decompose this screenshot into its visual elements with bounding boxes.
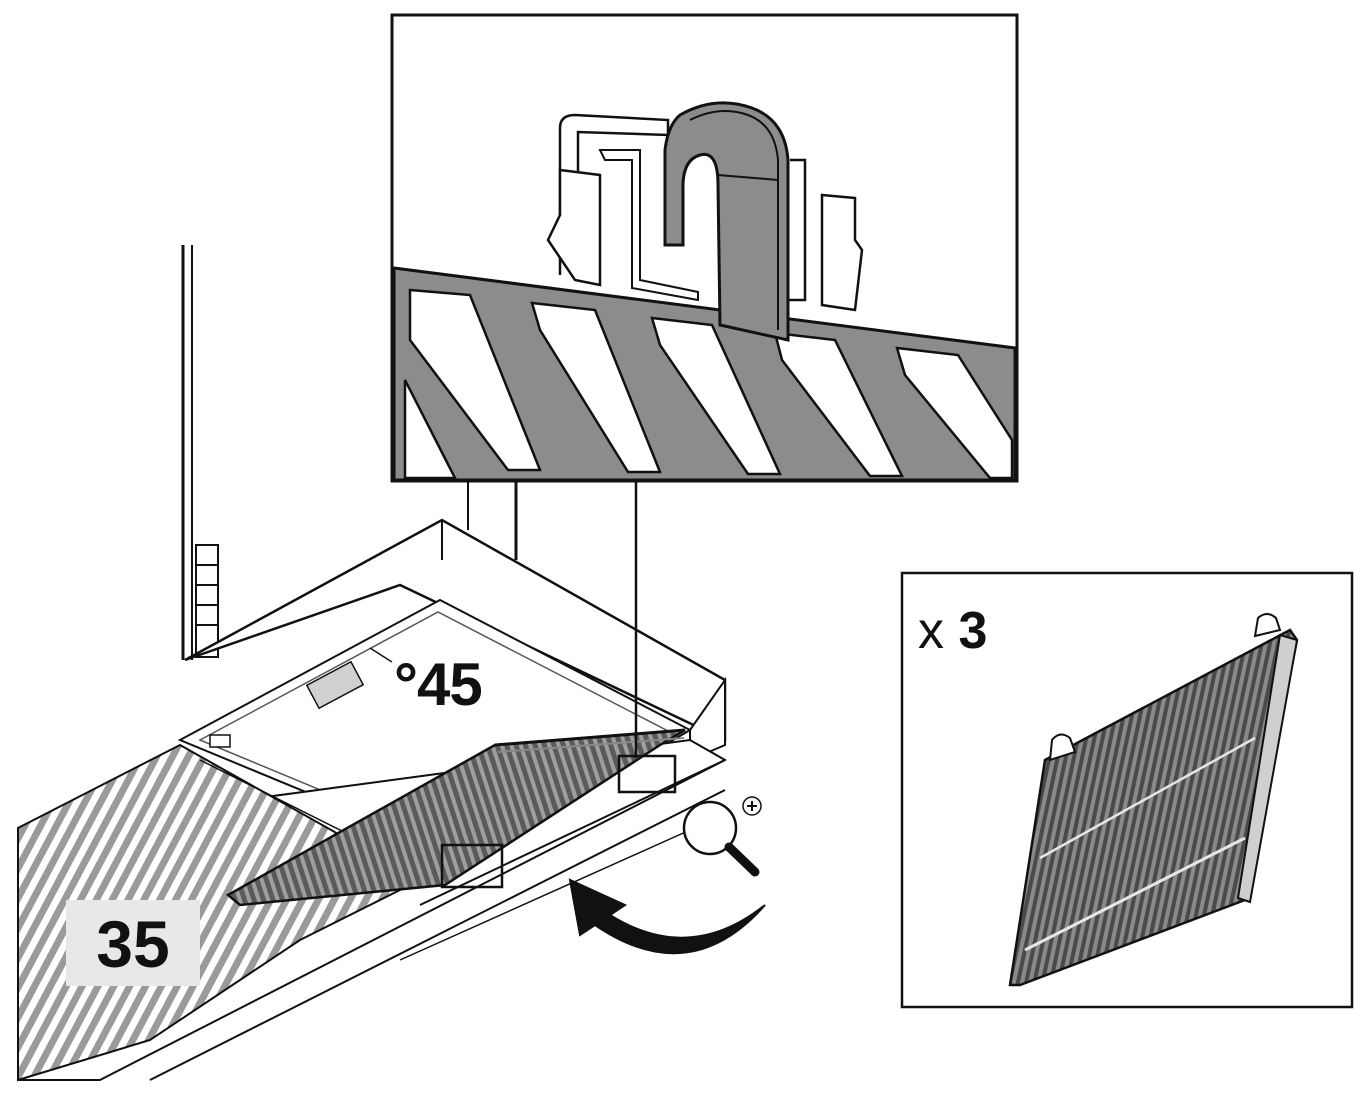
filter-quantity-inset bbox=[900, 571, 1354, 1009]
quantity-prefix: x bbox=[918, 602, 944, 660]
step-number-box bbox=[66, 900, 200, 986]
quantity-count: 3 bbox=[958, 602, 988, 660]
quantity-label: x 3 bbox=[918, 600, 987, 662]
carbon-filter-part bbox=[1008, 613, 1299, 987]
curved-rotation-arrow-icon bbox=[568, 878, 766, 954]
clip-detail-inset bbox=[390, 13, 1019, 483]
tilt-angle-label: °45 bbox=[394, 651, 483, 718]
step-number: 35 bbox=[96, 907, 170, 981]
magnifier-zoom-in-icon bbox=[682, 796, 762, 877]
wall-cabinet bbox=[181, 245, 219, 660]
carbon-filter-tilted bbox=[225, 480, 686, 907]
